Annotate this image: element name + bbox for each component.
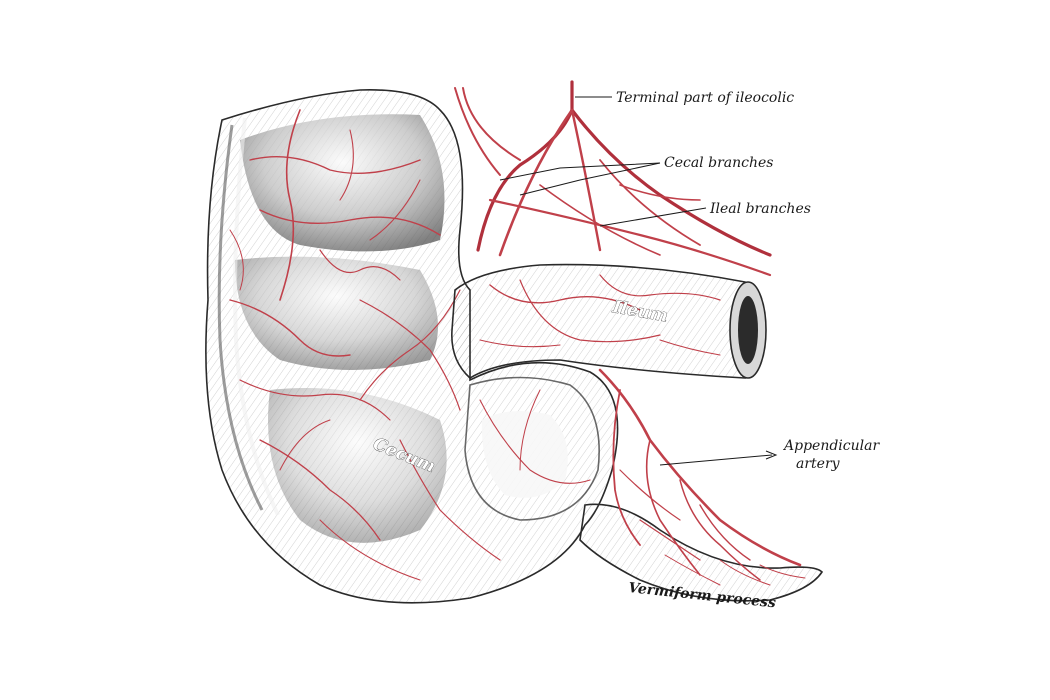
appendicular-artery xyxy=(598,368,806,586)
label-appendicular-line1: Appendicular xyxy=(782,438,880,454)
label-cecal-branches: Cecal branches xyxy=(664,155,773,171)
label-appendicular-line2: artery xyxy=(796,456,841,472)
cecum xyxy=(205,89,619,604)
label-terminal-ileocolic: Terminal part of ileocolic xyxy=(616,90,794,106)
ileocolic-vessel-tree xyxy=(454,80,772,277)
label-ileal-branches: Ileal branches xyxy=(709,201,811,217)
ileum xyxy=(451,263,767,379)
cecal-surface-vessels xyxy=(229,109,591,581)
vermiform-process xyxy=(579,503,824,602)
leader-lines xyxy=(499,96,778,466)
